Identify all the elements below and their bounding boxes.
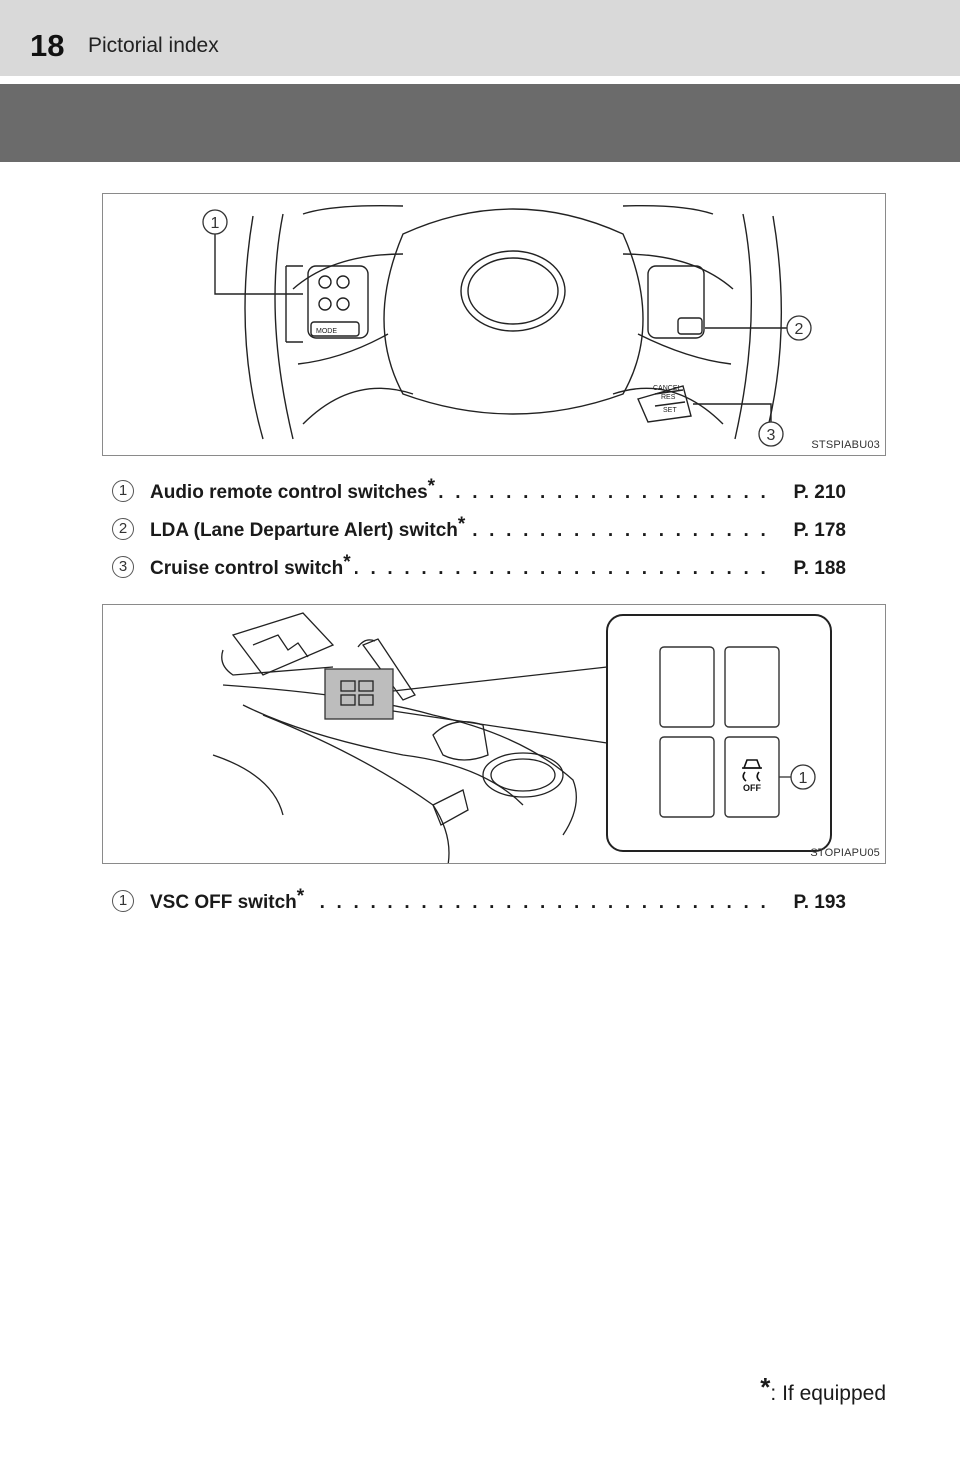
footnote: *: If equipped [760,1372,886,1406]
callout-2-text: 2 [795,321,804,338]
index-entry-audio-remote[interactable]: 1 . . . . . . . . . . . . . . . . . . . … [112,477,852,508]
cancel-label: CANCEL [653,385,682,392]
callout-1-text: 1 [799,770,808,787]
callout-1 [790,764,816,790]
center-console-illustration: OFF 1 [212,612,832,863]
blank-switch-top-left [659,646,715,728]
res-label: RES [661,394,676,401]
blank-switch-top-right [724,646,780,728]
entry-label: Cruise control switch* [150,553,355,580]
page-header: 18 Pictorial index [0,0,960,76]
vsc-off-switch[interactable] [724,736,780,818]
footnote-text: : If equipped [770,1382,886,1405]
page-reference[interactable]: P. 188 [787,558,846,580]
callout-1-text: 1 [211,215,220,232]
callout-1 [202,209,228,235]
entry-number: 1 [112,890,134,912]
if-equipped-star: * [343,552,351,573]
callout-3-text: 3 [767,427,776,444]
callout-3 [758,421,784,447]
entry-number: 3 [112,556,134,578]
page-reference[interactable]: P. 193 [787,892,846,914]
vsc-skid-icon [742,759,762,782]
blank-switch-bottom-left [659,736,715,818]
figure-code: STSPIABU03 [811,439,880,451]
footnote-star: * [760,1372,771,1402]
index-entry-vsc-off[interactable]: 1 . . . . . . . . . . . . . . . . . . . … [112,887,852,918]
header-band [0,84,960,162]
index-entry-lda-switch[interactable]: 2 . . . . . . . . . . . . . . . . . . . … [112,515,852,546]
page-reference[interactable]: P. 178 [787,520,846,542]
entry-label: LDA (Lane Departure Alert) switch* [150,515,470,542]
entry-number: 1 [112,480,134,502]
steering-wheel-illustration: MODE RES SET CANCEL 1 2 3 [202,204,812,447]
center-console-figure: OFF 1 STOPIAPU05 [102,604,886,864]
section-title: Pictorial index [88,34,219,57]
set-label: SET [663,407,677,414]
page-number: 18 [30,28,65,63]
index-entry-cruise-control[interactable]: 3 . . . . . . . . . . . . . . . . . . . … [112,553,852,584]
entry-label: VSC OFF switch* [150,887,309,914]
callout-2 [786,315,812,341]
if-equipped-star: * [296,886,305,907]
entry-label: Audio remote control switches* [150,477,440,504]
entry-number: 2 [112,518,134,540]
mode-button-label: MODE [316,328,337,335]
vsc-off-text: OFF [743,783,761,793]
figure-code: STOPIAPU05 [810,847,880,859]
steering-wheel-figure: MODE RES SET CANCEL 1 2 3 STSPIABU03 [102,193,886,456]
if-equipped-star: * [427,476,436,497]
page-reference[interactable]: P. 210 [787,482,846,504]
zoom-inset [606,614,832,852]
if-equipped-star: * [457,514,466,535]
